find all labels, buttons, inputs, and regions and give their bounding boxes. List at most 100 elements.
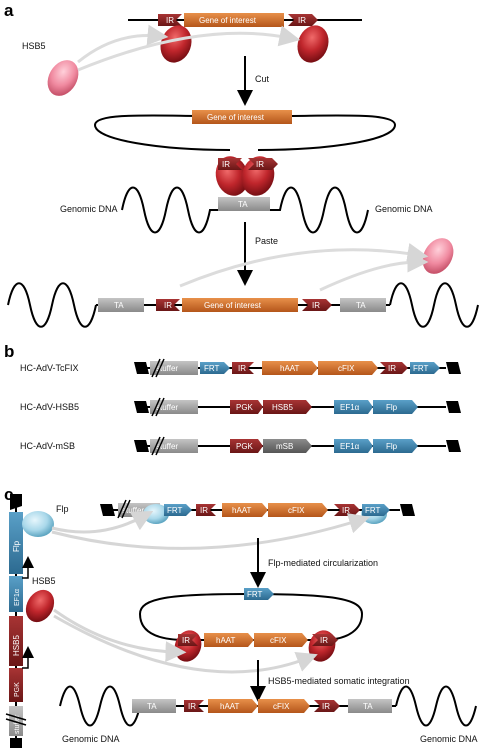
flp-gene — [373, 439, 418, 453]
gene-of-interest-box — [184, 13, 284, 27]
transposase-inactive — [47, 60, 79, 96]
ir-label: IR — [238, 364, 246, 373]
ir-element — [380, 362, 408, 374]
flp-binding-arrow — [51, 513, 371, 550]
break-mark — [117, 499, 127, 519]
binding-arrow — [77, 25, 301, 72]
flp-binding-arrow — [51, 510, 154, 534]
itr-end — [134, 401, 149, 413]
ir-element — [184, 700, 204, 712]
ta-label: TA — [147, 702, 157, 711]
pgk-label: PGK — [236, 442, 254, 451]
pgk-promoter — [230, 439, 263, 453]
ta-site — [348, 699, 392, 713]
ir-element — [158, 14, 182, 26]
pgk-promoter — [230, 400, 263, 414]
ir-element — [334, 504, 360, 516]
ir-element — [314, 700, 340, 712]
ir-element — [232, 362, 254, 374]
genomic-dna-strand — [389, 282, 479, 328]
flp-gene — [373, 400, 418, 414]
frt-label: FRT — [365, 506, 381, 515]
ef1a-promoter — [334, 439, 373, 453]
ta-site — [98, 298, 144, 312]
gene-of-interest-box — [192, 110, 292, 124]
frt-label: FRT — [204, 364, 220, 373]
hsb5-transposase — [25, 589, 55, 623]
flp-gene-label: Flp — [386, 403, 398, 412]
msb-gene-label: mSB — [276, 442, 293, 451]
ir-element — [302, 299, 332, 311]
haat-label: hAAT — [232, 506, 252, 515]
ir-label: IR — [298, 16, 306, 25]
transposase-released — [422, 238, 454, 274]
paste-label: Paste — [255, 236, 278, 246]
cut-label: Cut — [255, 74, 270, 84]
promoter-arrow — [22, 556, 34, 579]
genomic-dna-left-label: Genomic DNA — [62, 734, 120, 744]
flp-gene-vertical — [9, 512, 23, 574]
haat-promoter — [262, 361, 318, 375]
break-mark — [151, 358, 161, 378]
promoter-arrow — [22, 646, 34, 669]
construct-row-hsb5: HC-AdV-HSB5 stuffer PGK HSB5 EF1α Flp — [20, 397, 461, 417]
ir-label: IR — [164, 301, 172, 310]
release-arrow — [319, 251, 429, 292]
flp-gene-label: Flp — [386, 442, 398, 451]
frt-site — [200, 362, 230, 374]
haat-label: hAAT — [280, 364, 300, 373]
cfix-label: cFIX — [270, 636, 287, 645]
ir-label: IR — [182, 636, 190, 645]
haat-promoter — [208, 699, 258, 713]
ir-label: IR — [222, 160, 230, 169]
stuffer-label: stuffer — [14, 714, 21, 734]
ef1a-label: EF1α — [340, 442, 360, 451]
genomic-dna-right-label: Genomic DNA — [420, 734, 478, 744]
frt-label: FRT — [167, 506, 183, 515]
break-mark — [5, 713, 27, 721]
itr-end — [446, 440, 461, 452]
pgk-label: PGK — [14, 682, 21, 697]
genomic-dna-strand — [59, 685, 141, 727]
ir-label: IR — [256, 160, 264, 169]
step1-label: Flp-mediated circularization — [268, 558, 378, 568]
cfix-label: cFIX — [273, 702, 290, 711]
genomic-dna-strand — [270, 186, 369, 234]
ir-label: IR — [166, 16, 174, 25]
flp-gene-label: Flp — [12, 540, 21, 552]
frt-site — [410, 362, 440, 374]
ta-site — [132, 699, 176, 713]
ir-element — [248, 158, 278, 170]
frt-label: FRT — [413, 364, 429, 373]
release-arrow — [179, 242, 429, 288]
haat-promoter — [204, 633, 254, 647]
gene-of-interest-box — [182, 298, 298, 312]
ta-label: TA — [238, 200, 248, 209]
construct-row-msb: HC-AdV-mSB stuffer PGK mSB EF1α Flp — [20, 436, 461, 456]
ir-label: IR — [320, 636, 328, 645]
ir-label: IR — [322, 702, 330, 711]
step2-label: HSB5-mediated somatic integration — [268, 676, 410, 686]
ir-element — [156, 299, 180, 311]
stuffer-vertical — [9, 706, 23, 736]
genomic-dna-strand — [121, 186, 218, 234]
haat-label: hAAT — [216, 636, 236, 645]
ir-element — [312, 634, 338, 646]
itr-end — [10, 494, 22, 510]
haat-promoter — [222, 503, 268, 517]
ef1a-label: EF1α — [340, 403, 360, 412]
frt-site — [164, 504, 192, 516]
break-mark — [155, 358, 165, 378]
break-mark — [5, 718, 27, 726]
excised-loop — [257, 114, 397, 151]
msb-gene — [263, 439, 312, 453]
hsb5-label: HSB5 — [22, 41, 46, 51]
itr-end — [134, 362, 149, 374]
ir-element — [288, 14, 318, 26]
hsb5-gene-vertical — [9, 616, 23, 666]
break-mark — [151, 397, 161, 417]
ir-label: IR — [200, 506, 208, 515]
ir-label: IR — [188, 702, 196, 711]
ta-label: TA — [363, 702, 373, 711]
panel-label-a: a — [4, 1, 14, 20]
